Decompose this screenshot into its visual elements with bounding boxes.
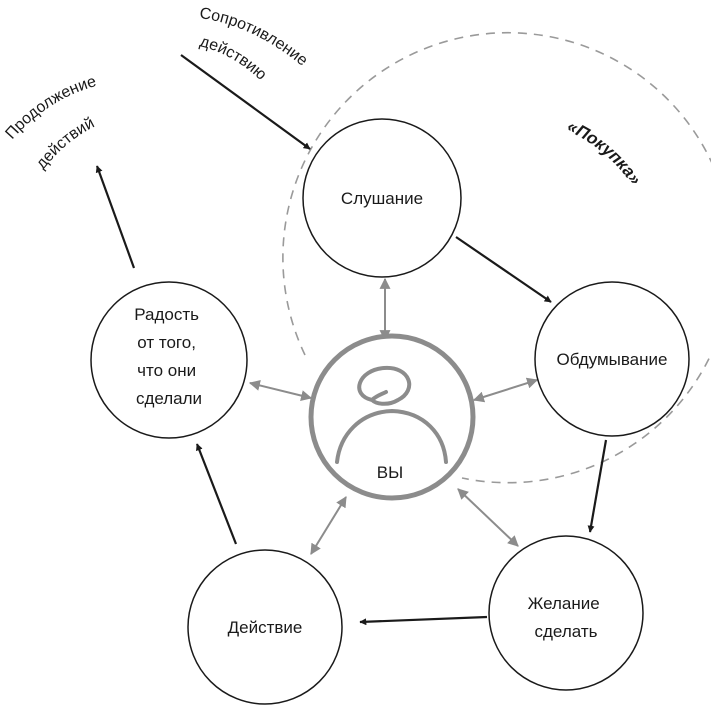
arrow-thinking-to-desire: [587, 439, 608, 533]
node-action: [187, 549, 343, 705]
arrow-center-action: [310, 496, 347, 555]
node-joy-line-4: сделали: [136, 389, 202, 408]
node-thinking-line: Обдумывание: [557, 350, 668, 369]
node-center-label: ВЫ: [377, 463, 403, 482]
label-purchase-text: «Покупка»: [564, 116, 645, 188]
label-continuation-line-2: действий: [33, 115, 97, 173]
label-continuation-2: действий: [33, 115, 97, 173]
node-action-label: Действие: [228, 618, 303, 637]
arrow-center-joy: [248, 380, 313, 401]
purchase-dashed-arc: [282, 32, 711, 484]
node-joy-line-2: от того,: [137, 333, 196, 352]
arrow-resistance-to-listening: [180, 54, 311, 150]
arrow-action-to-joy: [195, 443, 238, 545]
node-listening-line: Слушание: [341, 189, 423, 208]
node-listening-label: Слушание: [341, 189, 423, 208]
arrow-joy-to-continuation: [95, 165, 136, 269]
node-joy-label: Радость от того, что они сделали: [134, 305, 203, 408]
node-desire: [488, 535, 644, 691]
node-listening: [302, 118, 462, 278]
node-desire-line-1: Желание: [528, 594, 600, 613]
node-thinking-label: Обдумывание: [557, 350, 668, 369]
person-icon: [335, 365, 448, 464]
arrow-desire-to-action: [359, 615, 488, 626]
node-action-line: Действие: [228, 618, 303, 637]
arrow-listening-to-thinking: [455, 236, 552, 303]
arrow-center-desire: [457, 488, 519, 547]
label-purchase: «Покупка»: [564, 116, 645, 188]
node-joy-line-1: Радость: [134, 305, 199, 324]
node-center-you: [308, 333, 476, 501]
node-joy: [90, 281, 248, 439]
node-desire-line-2: сделать: [535, 622, 598, 641]
node-joy-line-3: что они: [137, 361, 196, 380]
node-center-line: ВЫ: [377, 463, 403, 482]
node-desire-label: Желание сделать: [528, 594, 605, 641]
arrow-center-thinking: [472, 377, 539, 403]
node-thinking: [534, 281, 690, 437]
